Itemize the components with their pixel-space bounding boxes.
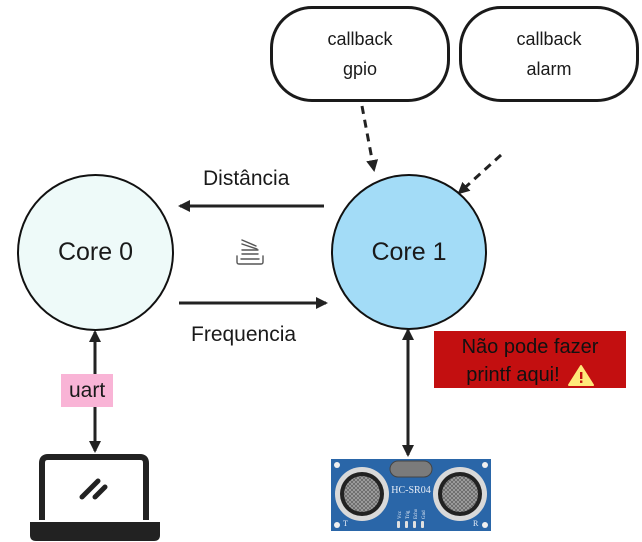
callback-alarm-line1: callback — [516, 29, 582, 49]
core-0-node: Core 0 — [17, 174, 174, 331]
core-1-label: Core 1 — [371, 237, 447, 266]
label-frequencia: Frequencia — [191, 323, 297, 346]
warning-line2: printf aqui! — [466, 364, 560, 386]
sensor-pin-trig: Trig — [406, 510, 411, 519]
sensor-pin-gnd: Gnd — [422, 510, 427, 519]
arrow-callback-alarm — [457, 153, 503, 195]
core-0-label: Core 0 — [57, 238, 134, 266]
sensor-t-mark: T — [343, 519, 348, 528]
callback-gpio-node: callback gpio — [270, 6, 450, 102]
warning-icon — [567, 365, 594, 386]
warning-line1: Não pode fazer — [461, 336, 599, 358]
laptop-icon — [30, 454, 160, 541]
sensor-r-mark: R — [473, 519, 479, 528]
core-1-node: Core 1 — [331, 174, 487, 330]
callback-alarm-node: callback alarm — [459, 6, 639, 102]
warning-box: Não pode fazer printf aqui! — [434, 331, 626, 388]
queue-stack-icon — [236, 239, 264, 265]
callback-alarm-line2: alarm — [526, 59, 572, 79]
sensor-model-label: HC-SR04 — [391, 485, 430, 496]
label-distancia: Distância — [203, 167, 290, 190]
sensor-pin-vcc: Vcc — [398, 510, 403, 519]
uart-badge: uart — [61, 374, 114, 407]
arrow-callback-gpio — [360, 105, 379, 172]
callback-gpio-line1: callback — [327, 29, 393, 49]
ultrasonic-sensor: HC-SR04 T R Vcc Trig Echo Gnd — [331, 459, 491, 531]
callback-gpio-line2: gpio — [342, 59, 378, 79]
sensor-pin-echo: Echo — [414, 508, 419, 519]
